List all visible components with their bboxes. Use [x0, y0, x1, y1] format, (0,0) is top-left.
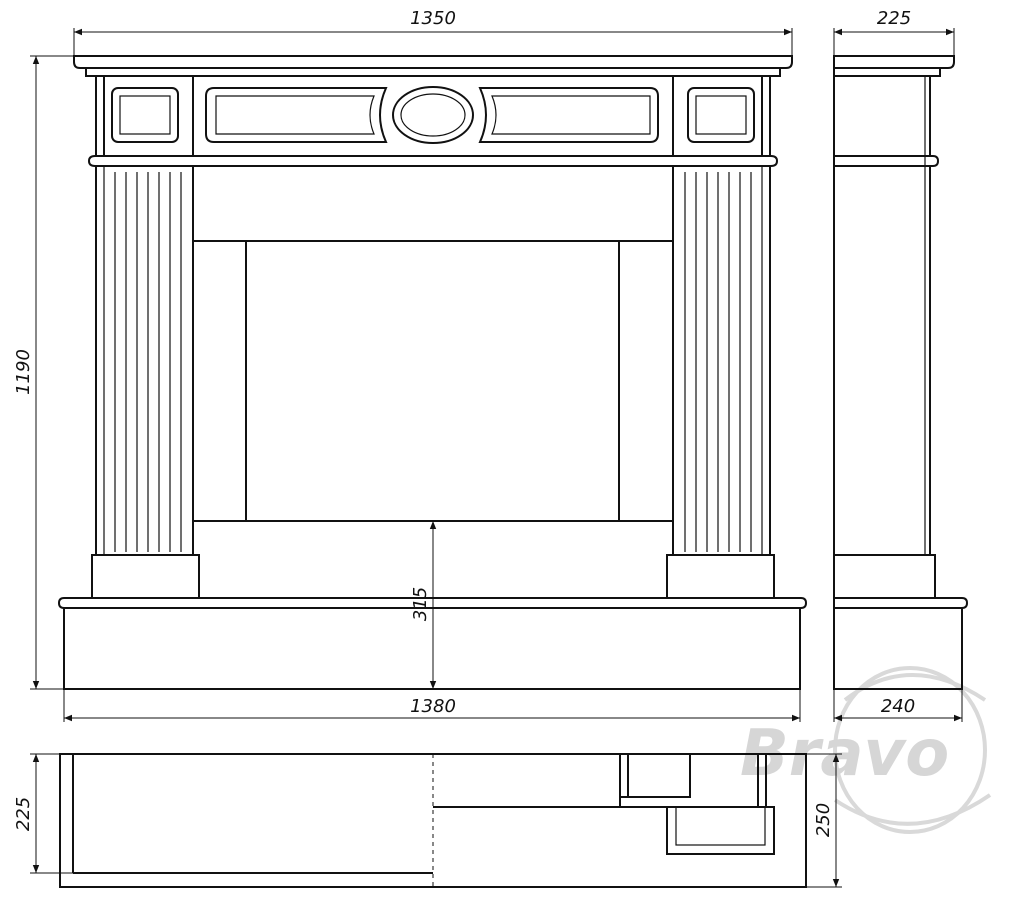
- dimension-labels: 1350 225 1190 315 1380 240 225 250: [13, 8, 915, 837]
- bravo-watermark: Bravo: [740, 666, 992, 834]
- plan-plinth: [666, 806, 775, 855]
- dim-side-depth-top: 225: [877, 8, 911, 29]
- dim-hearth-height: 315: [410, 587, 431, 621]
- dim-plan-depth-left: 225: [13, 797, 34, 831]
- right-plinth: [666, 554, 775, 599]
- side-view: [833, 55, 969, 690]
- left-column: [95, 165, 194, 556]
- right-frieze-panel: [478, 87, 659, 143]
- right-block-panel: [687, 87, 755, 143]
- mantel-shelf: [73, 55, 793, 69]
- right-column-flutes: [684, 172, 752, 552]
- side-mantel: [833, 55, 955, 69]
- oval-medallion: [392, 86, 474, 144]
- left-column-flutes: [114, 172, 182, 552]
- front-view: [57, 55, 808, 690]
- dim-side-depth-bottom: 240: [881, 696, 915, 717]
- left-frieze-panel: [205, 87, 388, 143]
- dim-plan-depth-right: 250: [813, 803, 834, 837]
- dim-total-height: 1190: [13, 349, 34, 395]
- left-plinth: [91, 554, 200, 599]
- dimension-lines: [30, 28, 963, 888]
- firebox-opening: [245, 240, 620, 522]
- dim-base-width: 1380: [410, 696, 456, 717]
- left-block-panel: [111, 87, 179, 143]
- mantel-underlay: [85, 67, 781, 77]
- hearth-base: [63, 607, 801, 690]
- plan-view: [59, 753, 807, 888]
- dim-mantel-width: 1350: [410, 8, 456, 29]
- bead-moulding: [87, 155, 779, 167]
- right-column: [672, 165, 771, 556]
